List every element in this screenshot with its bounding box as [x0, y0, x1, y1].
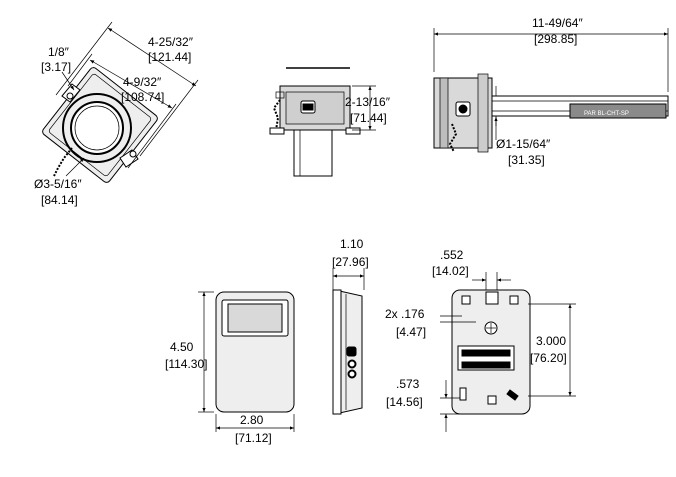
front-height-inch: 4.50	[170, 340, 194, 354]
inner-width-mm: [108.74]	[121, 90, 164, 104]
wall-back-view: .552 [14.02] 2x .176 [4.47] 3.000 [76.20…	[385, 248, 576, 432]
side-height-inch: 2-13/16″	[345, 95, 391, 109]
side-height-mm: [71.44]	[350, 111, 387, 125]
back-hole-spacing-inch: 3.000	[536, 334, 566, 348]
front-height-mm: [114.30]	[165, 357, 207, 371]
back-bottom-offset-mm: [14.56]	[386, 395, 423, 409]
back-top-offset-inch: .552	[440, 248, 464, 262]
diameter-mm: [84.14]	[41, 193, 78, 207]
side-depth-mm: [27.96]	[332, 255, 369, 269]
probe-length-inch: 11-49/64″	[532, 16, 583, 30]
duct-side-view: 2-13/16″ [71.44]	[269, 67, 391, 177]
front-width-mm: [71.12]	[235, 431, 272, 445]
duct-end-view: 1/8″ [3.17] 4-25/32″ [121.44] 4-9/32″ [1…	[34, 21, 199, 207]
wall-side-view: 1.10 [27.96]	[332, 237, 369, 415]
back-hole-spacing-mm: [76.20]	[530, 351, 567, 365]
probe-label: PAR BL-CHT-SP	[584, 111, 629, 117]
back-holes-inch: 2x .176	[385, 307, 425, 321]
diameter-inch: Ø3-5/16″	[34, 177, 82, 191]
inner-width-inch: 4-9/32″	[123, 75, 162, 89]
outer-width-mm: [121.44]	[148, 50, 191, 64]
front-width-inch: 2.80	[240, 413, 264, 427]
outer-width-inch: 4-25/32″	[148, 35, 194, 49]
back-holes-mm: [4.47]	[396, 325, 426, 339]
probe-diameter-mm: [31.35]	[508, 153, 545, 167]
duct-probe-view: 11-49/64″ [298.85] PAR BL-CHT-SP Ø1-15/6…	[433, 16, 669, 167]
probe-diameter-inch: Ø1-15/64″	[496, 137, 551, 151]
back-top-offset-mm: [14.02]	[432, 264, 469, 278]
back-bottom-offset-inch: .573	[396, 377, 420, 391]
probe-length-mm: [298.85]	[534, 32, 577, 46]
side-depth-inch: 1.10	[340, 237, 364, 251]
wall-front-view: 4.50 [114.30] 2.80 [71.12]	[165, 291, 295, 445]
flange-thickness-inch: 1/8″	[48, 45, 70, 59]
flange-thickness-mm: [3.17]	[41, 60, 71, 74]
